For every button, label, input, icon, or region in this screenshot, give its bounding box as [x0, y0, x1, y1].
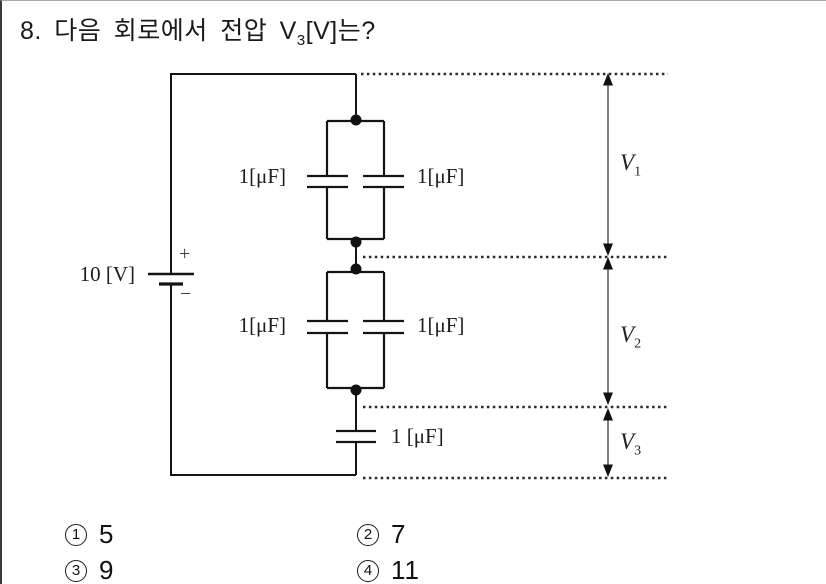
bottom-capacitor-icon	[336, 429, 376, 444]
junction-dot	[350, 236, 362, 248]
option-1-number-icon: 1	[65, 523, 87, 546]
junction-dot	[350, 384, 362, 396]
dotted-reference-lines	[361, 72, 668, 480]
question-title-suffix: [V]는?	[305, 17, 376, 45]
battery-minus-sign: −	[180, 283, 192, 305]
capacitor-bank-2	[307, 270, 404, 390]
junction-dots	[350, 114, 362, 396]
option-2-number-icon: 2	[357, 523, 379, 546]
capacitor-icon	[307, 174, 348, 189]
option-1-value: 5	[99, 519, 115, 549]
capacitor-bank-1	[307, 119, 404, 241]
answer-option-3[interactable]: 3 9	[65, 555, 114, 584]
v2-symbol: V	[620, 322, 635, 347]
measurement-arrow-v2	[603, 257, 613, 405]
capacitor-label-mid-right: 1[μF]	[417, 313, 465, 337]
question-title-subscript: 3	[296, 32, 306, 49]
voltage-label-v2: V2	[620, 322, 641, 351]
measurement-arrow-v3	[603, 408, 613, 477]
battery-icon	[148, 272, 194, 286]
answer-option-1[interactable]: 1 5	[65, 519, 114, 550]
v1-symbol: V	[620, 150, 635, 175]
junction-dot	[350, 114, 362, 126]
v2-subscript: 2	[634, 336, 642, 352]
capacitor-label-mid-left: 1[μF]	[238, 313, 286, 337]
option-3-number-icon: 3	[65, 559, 87, 582]
option-2-value: 7	[391, 519, 407, 549]
question-title: 8. 다음 회로에서 전압 V3[V]는?	[20, 11, 376, 49]
voltage-source-label: 10 [V]	[79, 262, 135, 286]
capacitor-icon	[363, 319, 404, 335]
option-4-number-icon: 4	[357, 559, 379, 582]
option-3-value: 9	[99, 555, 115, 584]
v3-symbol: V	[620, 429, 635, 454]
question-title-text: 8. 다음 회로에서 전압 V	[20, 17, 297, 45]
v3-subscript: 3	[634, 443, 642, 459]
capacitor-label-top-right: 1[μF]	[417, 164, 465, 188]
answer-option-2[interactable]: 2 7	[357, 519, 406, 550]
option-4-value: 11	[391, 555, 420, 584]
measurement-arrow-v1	[603, 73, 613, 256]
capacitor-icon	[363, 174, 404, 189]
voltage-label-v1: V1	[620, 150, 641, 179]
v1-subscript: 1	[634, 164, 642, 180]
junction-dot	[350, 263, 362, 275]
answer-option-4[interactable]: 4 11	[357, 555, 420, 584]
capacitor-icon	[307, 319, 348, 335]
capacitor-label-bottom: 1 [μF]	[391, 424, 444, 448]
battery-plus-sign: +	[179, 243, 191, 265]
voltage-label-v3: V3	[620, 429, 641, 458]
circuit-wire-loop	[170, 73, 357, 476]
capacitor-label-top-left: 1[μF]	[238, 164, 286, 188]
